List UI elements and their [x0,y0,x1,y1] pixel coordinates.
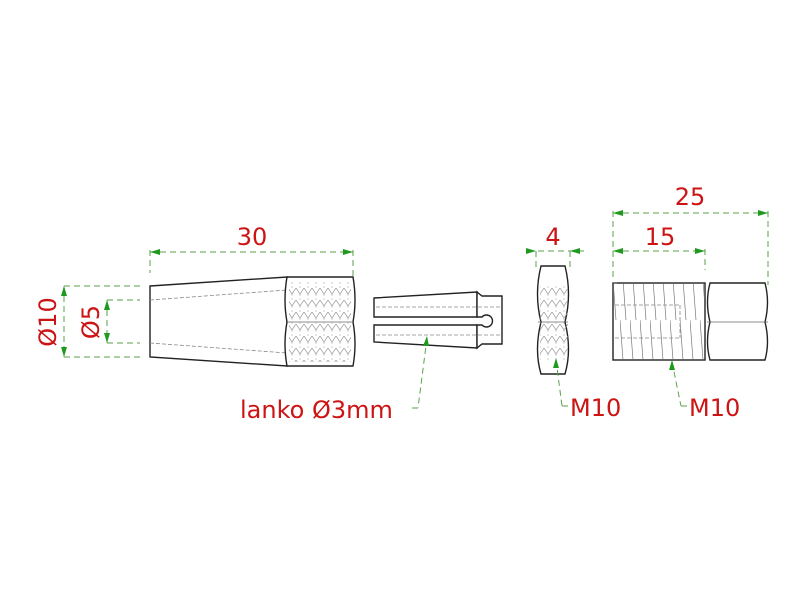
cable-label: lanko Ø3mm [240,396,393,424]
hex-nut [536,265,570,375]
threaded-bolt [612,282,769,361]
dimension-30-label: 30 [237,223,268,251]
dimension-30: 30 [149,223,354,276]
dimension-25: 25 [612,183,769,285]
dimension-15-label: 15 [645,223,676,251]
dimension-4: 4 [526,223,585,268]
dimension-diameter-10: Ø10 [34,285,140,358]
dimension-4-label: 4 [545,223,560,251]
bolt-thread-leader: M10 [669,360,740,422]
bolt-thread-label: M10 [689,394,740,422]
collet [373,290,503,350]
cable-leader: lanko Ø3mm [240,336,429,424]
nut-thread-label: M10 [570,394,621,422]
nut-thread-leader: M10 [553,358,621,422]
cone-sleeve [149,276,356,367]
dimension-15: 15 [613,223,706,270]
dimension-diameter-10-label: Ø10 [34,297,62,346]
dimension-diameter-5: Ø5 [77,299,140,344]
dimension-diameter-5-label: Ø5 [77,305,105,339]
dimension-25-label: 25 [675,183,706,211]
